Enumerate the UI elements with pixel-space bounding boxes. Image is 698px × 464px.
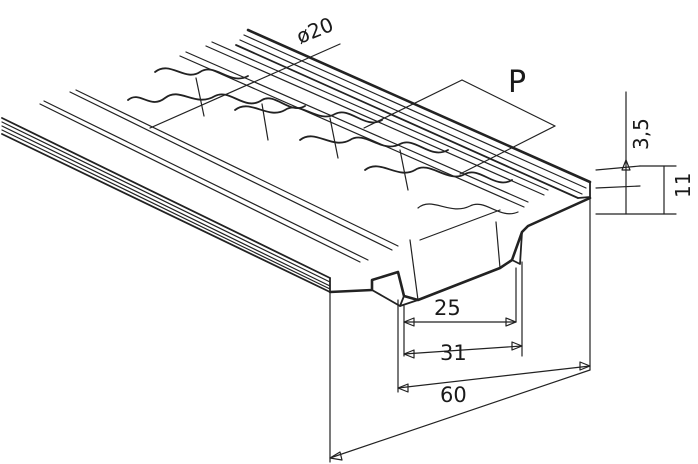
right-flange (179, 28, 592, 208)
height-dimension: 11 (595, 165, 695, 215)
outer-channel-width-label: 31 (440, 341, 467, 365)
profile-cross-section (328, 196, 592, 307)
inner-width-label: 25 (434, 296, 461, 320)
diameter-label: ø20 (293, 12, 337, 48)
channel-floor (127, 67, 519, 215)
width-dimensions: 25 31 60 (329, 197, 591, 463)
pitch-dimension: P (363, 65, 556, 175)
height-label: 11 (671, 173, 695, 198)
left-flange (1, 89, 399, 293)
pitch-label: P (508, 65, 526, 100)
diameter-dimension: ø20 (149, 12, 341, 129)
thickness-label: 3,5 (629, 118, 653, 150)
base-width-label: 60 (440, 383, 467, 407)
thickness-dimension: 3,5 (595, 91, 653, 215)
